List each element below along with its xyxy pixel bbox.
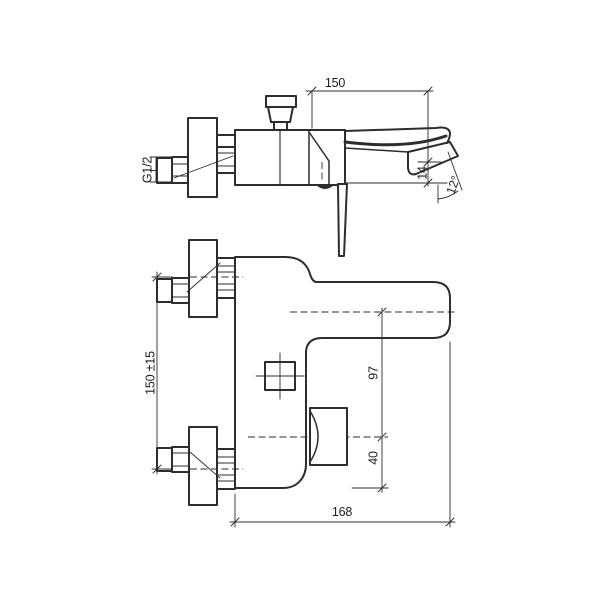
connector-ring: [216, 134, 236, 148]
connector-facet-line: [216, 265, 236, 291]
side-view: [150, 95, 459, 257]
angle-arc: [437, 190, 459, 200]
dim-spout-reach-label: 150: [325, 76, 346, 90]
connector-facet-line: [216, 456, 236, 482]
dim-tip-angle-label: 12°: [444, 174, 463, 196]
handle-base-edge: [308, 131, 330, 185]
eccentric-diagonal: [173, 155, 234, 179]
extension-line: [151, 276, 173, 470]
hex-nut-facet-line: [171, 283, 190, 298]
dim-mounting-distance-label: 150 ±15: [143, 351, 157, 395]
spout-band: [343, 134, 448, 147]
spout-top-edge: [344, 126, 451, 144]
square-stem-centerlines: [255, 352, 305, 400]
pipe-end-cap-lower: [156, 447, 173, 472]
dim-tip-height-label: 14: [415, 166, 429, 180]
outlet-block: [309, 407, 348, 466]
extension-line: [311, 91, 429, 162]
outlet-arc: [309, 410, 319, 463]
eccentric-diagonal: [189, 451, 221, 479]
pipe-end-cap: [156, 157, 173, 184]
diverter-knob-cap: [265, 95, 297, 108]
connector-facet-line: [216, 152, 236, 167]
thread-bracket: [149, 156, 173, 183]
hex-nut-lower: [171, 446, 190, 473]
spout-underside: [344, 147, 409, 153]
side-view-dimensions: 150 G1/2 14 12°: [140, 76, 463, 204]
oblique-tick: [423, 157, 433, 188]
dim-spout-axis-label: 97: [366, 366, 380, 380]
angle-leg: [447, 151, 463, 191]
front-view-dimensions: 150 ±15 97 40 168: [143, 271, 456, 528]
eccentric-diagonal: [186, 262, 221, 293]
oblique-tick: [152, 272, 162, 474]
pipe-end-cap-upper: [156, 278, 173, 303]
hex-nut-facet-line: [171, 452, 190, 467]
dim-thread-label: G1/2: [140, 157, 154, 184]
handle-lever: [337, 183, 348, 257]
spout-outlet: [407, 141, 459, 176]
handle-pivot-dome: [316, 185, 334, 189]
connector-rings-upper: [216, 257, 236, 299]
front-view: [156, 239, 458, 506]
diverter-knob-stem: [273, 121, 288, 131]
dim-outlet-axis-label: 40: [366, 451, 380, 465]
diverter-knob-body: [267, 106, 294, 123]
hex-nut: [171, 156, 190, 184]
connector-hex: [216, 146, 236, 174]
dim-overall-length-label: 168: [332, 505, 353, 519]
wall-flange: [187, 117, 218, 198]
extension-line: [417, 160, 442, 187]
hex-nut-upper: [171, 277, 190, 304]
wall-flange-lower: [188, 426, 218, 506]
oblique-tick: [307, 86, 433, 96]
oblique-tick: [230, 517, 455, 527]
mixer-body-front: [234, 256, 451, 489]
